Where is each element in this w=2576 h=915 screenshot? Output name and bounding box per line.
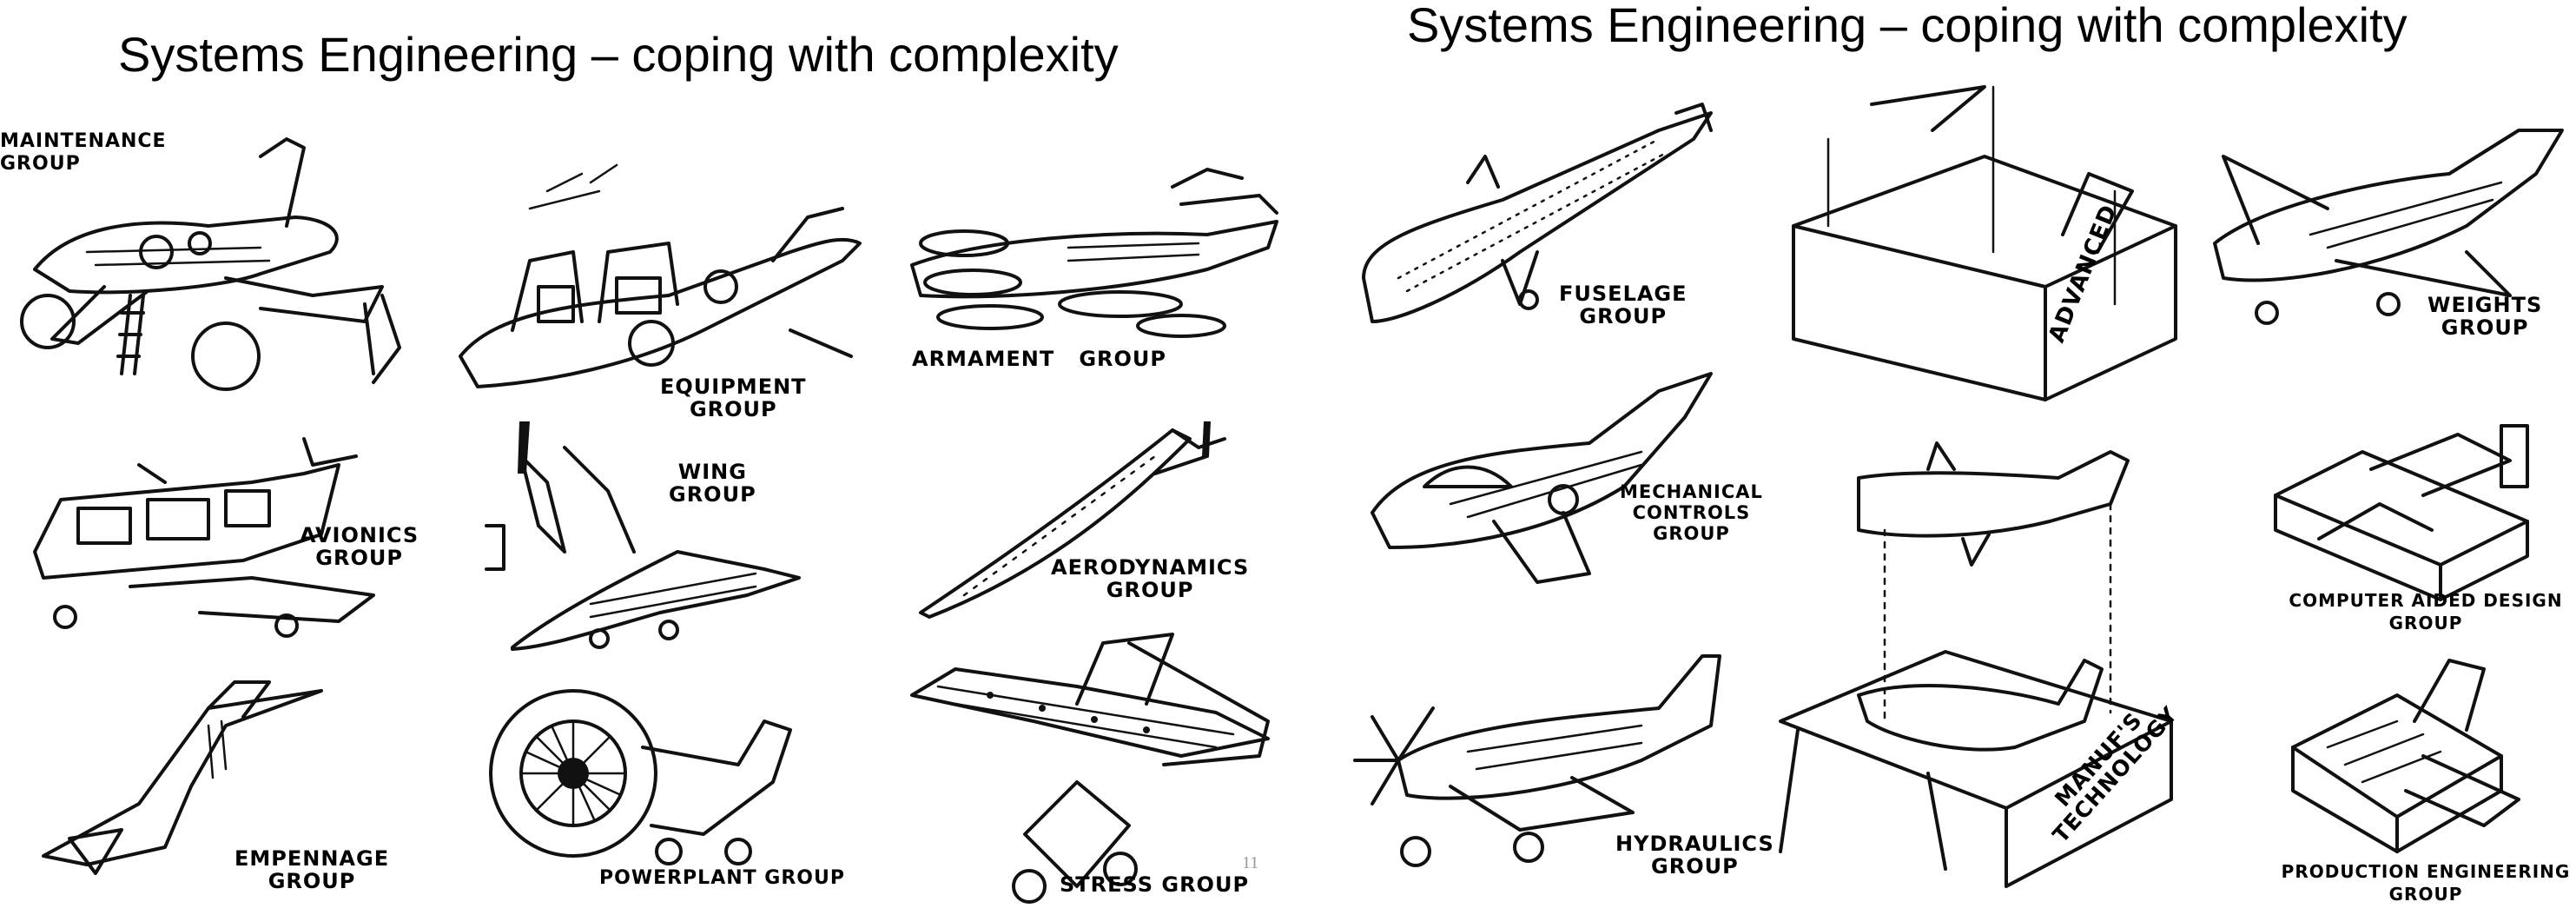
aerodynamics-group-drawing xyxy=(912,421,1277,621)
fuselage-group-drawing xyxy=(1346,103,1728,348)
powerplant-group-drawing xyxy=(478,678,842,886)
group-label: Mechanical Controls Group xyxy=(1620,481,1763,544)
wing-group-drawing xyxy=(485,421,851,665)
group-label: Equipment Group xyxy=(660,375,807,421)
slide-title: Systems Engineering – coping with comple… xyxy=(1407,0,2408,52)
group-label: Computer Aided Design Group xyxy=(2289,590,2563,633)
manufacturing-technology-drawing xyxy=(1772,434,2180,888)
advanced-group-drawing xyxy=(1785,78,2184,408)
hydraulics-group-drawing xyxy=(1346,621,1728,873)
group-label: Maintenance Group xyxy=(0,130,167,175)
mechanical-controls-group-drawing xyxy=(1364,356,1728,600)
weights-group-drawing xyxy=(2206,104,2571,330)
stress-group-drawing xyxy=(903,626,1285,904)
group-label: Empennage Group xyxy=(234,846,390,893)
slide-right: Systems Engineering – coping with comple… xyxy=(1338,0,2576,915)
group-label: Production Engineering Group xyxy=(2281,861,2571,905)
group-label: Hydraulics Group xyxy=(1615,832,1774,879)
maintenance-group-drawing xyxy=(0,122,408,400)
group-label: Powerplant Group xyxy=(599,867,845,889)
group-label: Weights Group xyxy=(2427,293,2543,340)
group-label: Stress Group xyxy=(1060,872,1250,897)
group-label: Armament Group xyxy=(912,347,1166,371)
computer-aided-design-group-drawing xyxy=(2267,417,2545,601)
production-engineering-group-drawing xyxy=(2275,643,2536,853)
slide-title: Systems Engineering – coping with comple… xyxy=(118,27,1119,82)
group-label: Aerodynamics Group xyxy=(1051,555,1250,602)
group-label: Fuselage Group xyxy=(1559,282,1688,328)
avionics-group-drawing xyxy=(26,430,417,639)
slide-left: Systems Engineering – coping with comple… xyxy=(0,27,1294,904)
equipment-group-drawing xyxy=(443,156,862,408)
page-number: 11 xyxy=(1242,853,1259,872)
empennage-group-drawing xyxy=(35,673,365,875)
armament-group-drawing xyxy=(895,152,1294,361)
group-label: Avionics Group xyxy=(300,523,419,570)
group-label: Wing Group xyxy=(669,460,756,507)
